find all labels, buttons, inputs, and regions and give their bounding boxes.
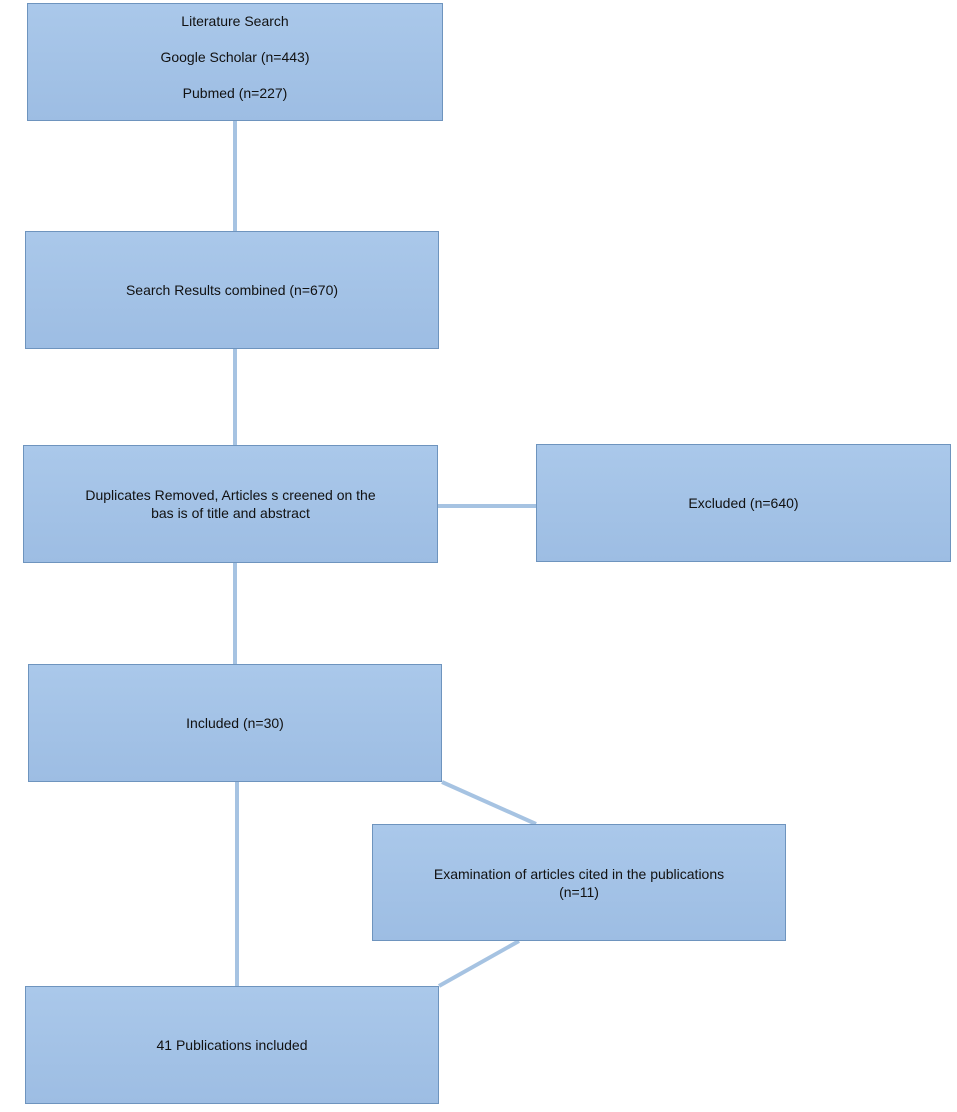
excluded-box: Excluded (n=640) (536, 444, 951, 562)
pubmed-count: Pubmed (n=227) (182, 85, 288, 101)
screened-label-line-2: bas is of title and abstract (151, 505, 310, 521)
search-results-combined-box: Search Results combined (n=670) (25, 231, 439, 349)
examination-of-cited-articles-box: Examination of articles cited in the pub… (372, 824, 786, 941)
included-box: Included (n=30) (28, 664, 442, 782)
google-scholar-count: Google Scholar (n=443) (160, 49, 310, 65)
search-results-combined-label: Search Results combined (n=670) (125, 282, 339, 298)
literature-search-title: Literature Search (181, 13, 289, 29)
literature-search-box: Literature Search Google Scholar (n=443)… (27, 3, 443, 121)
connector-examination-to-final (438, 939, 520, 988)
excluded-label: Excluded (n=640) (688, 495, 799, 511)
included-label: Included (n=30) (186, 715, 284, 731)
connector-included-to-examination (441, 780, 537, 826)
publications-included-label: 41 Publications included (156, 1037, 308, 1053)
examination-label-line-2: (n=11) (559, 883, 599, 900)
duplicates-removed-screened-box: Duplicates Removed, Articles s creened o… (23, 445, 438, 563)
publications-included-box: 41 Publications included (25, 986, 439, 1104)
screened-label-line-1: Duplicates Removed, Articles s creened o… (85, 487, 376, 503)
examination-label-line-1: Examination of articles cited in the pub… (433, 865, 725, 882)
